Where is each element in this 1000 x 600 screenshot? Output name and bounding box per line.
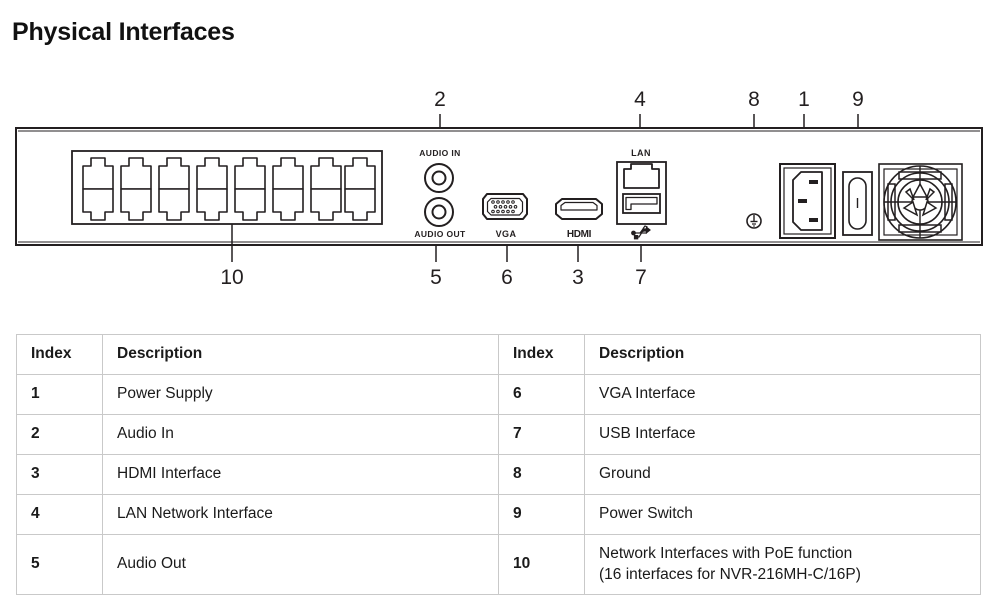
header-index-left: Index (16, 334, 103, 375)
callout-5: 5 (430, 266, 442, 289)
power-supply-inlet (779, 163, 836, 239)
hdmi-label: HDMI (567, 229, 592, 240)
row-desc: USB Interface (584, 413, 981, 455)
row-desc: Power Switch (584, 493, 981, 535)
audio-out-jack: AUDIO OUT (414, 197, 466, 239)
row-desc: Network Interfaces with PoE function (16… (584, 533, 981, 596)
vga-label: VGA (496, 229, 517, 239)
callout-3: 3 (572, 266, 584, 289)
callout-10: 10 (220, 266, 243, 289)
callout-7: 7 (635, 266, 647, 289)
table-row: 2 Audio In 7 USB Interface (16, 413, 981, 455)
row-index: 7 (498, 413, 585, 455)
poe-port-block (71, 150, 383, 225)
header-desc-right: Description (584, 334, 981, 375)
callouts-bottom: 10 5 6 3 7 (220, 224, 647, 289)
row-desc: Power Supply (102, 373, 499, 415)
row-desc: HDMI Interface (102, 453, 499, 495)
interface-legend-table: Index Description Index Description 1 Po… (16, 334, 981, 596)
row-index: 2 (16, 413, 103, 455)
audio-in-jack: AUDIO IN (419, 148, 460, 193)
hdmi-port: HDMI (555, 198, 603, 240)
vga-port: VGA (482, 193, 528, 239)
audio-out-label: AUDIO OUT (414, 229, 466, 239)
callout-8: 8 (748, 88, 760, 111)
row-index: 3 (16, 453, 103, 495)
power-switch (842, 171, 873, 236)
table-header-row: Index Description Index Description (16, 334, 981, 375)
row-desc: VGA Interface (584, 373, 981, 415)
row-index: 5 (16, 533, 103, 596)
callout-6: 6 (501, 266, 513, 289)
row-desc: Audio In (102, 413, 499, 455)
row-index: 9 (498, 493, 585, 535)
ground-icon (746, 213, 762, 229)
fan-grille-icon (878, 163, 963, 241)
table-row: 5 Audio Out 10 Network Interfaces with P… (16, 533, 981, 596)
lan-label: LAN (631, 148, 651, 158)
row-desc-line-1: Network Interfaces with PoE function (599, 544, 853, 562)
callout-1: 1 (798, 88, 810, 111)
row-desc: Audio Out (102, 533, 499, 596)
audio-in-label: AUDIO IN (419, 148, 460, 158)
table-row: 3 HDMI Interface 8 Ground (16, 453, 981, 495)
lan-rj45-icon (623, 163, 660, 189)
callout-4: 4 (634, 88, 646, 111)
header-desc-left: Description (102, 334, 499, 375)
row-desc-line-2: (16 interfaces for NVR-216MH-C/16P) (599, 565, 861, 583)
row-index: 8 (498, 453, 585, 495)
header-index-right: Index (498, 334, 585, 375)
callout-9: 9 (852, 88, 864, 111)
rear-panel-diagram: 2 4 8 1 9 (0, 80, 1000, 300)
row-index: 6 (498, 373, 585, 415)
callout-2: 2 (434, 88, 446, 111)
usb-icon (631, 225, 651, 240)
lan-usb-combo: LAN (616, 148, 667, 240)
table-row: 1 Power Supply 6 VGA Interface (16, 373, 981, 415)
row-desc: LAN Network Interface (102, 493, 499, 535)
row-index: 4 (16, 493, 103, 535)
table-row: 4 LAN Network Interface 9 Power Switch (16, 493, 981, 535)
usb-port-icon (622, 193, 661, 214)
row-desc: Ground (584, 453, 981, 495)
row-index: 1 (16, 373, 103, 415)
page-title: Physical Interfaces (12, 18, 235, 46)
row-index: 10 (498, 533, 585, 596)
